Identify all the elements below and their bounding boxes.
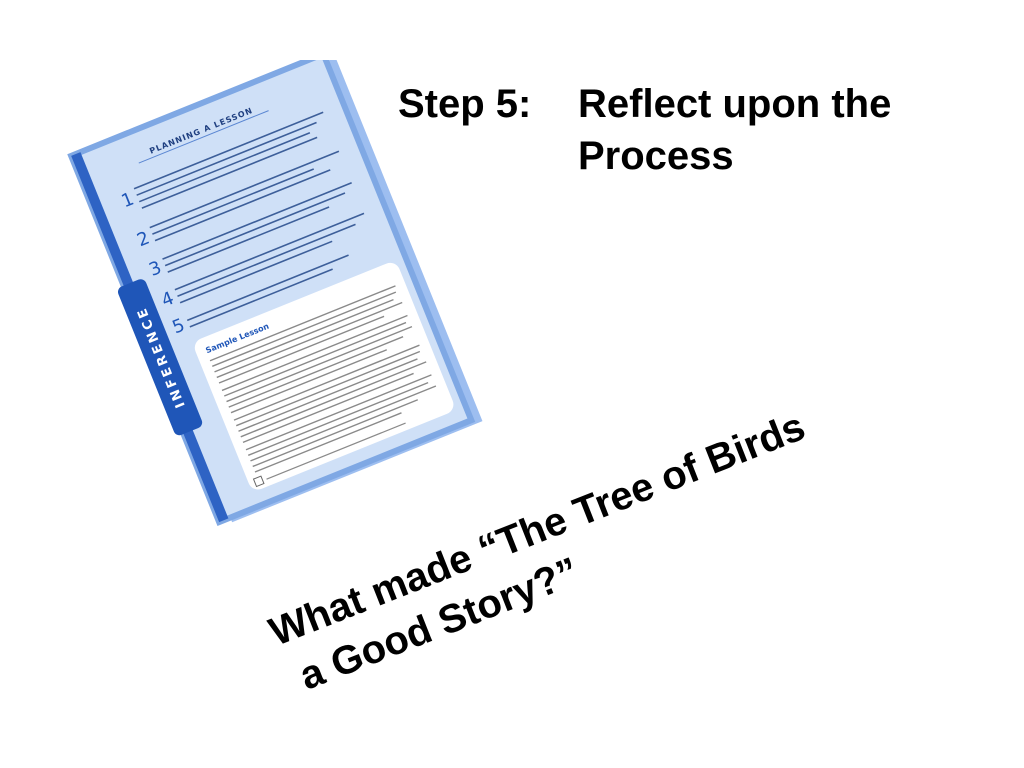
title-indent — [398, 130, 578, 182]
sample-lesson-panel — [194, 262, 454, 490]
title-row-1: Step 5: Reflect upon the — [398, 78, 998, 130]
planning-lesson-document-image: INFERENCE PLANNING A LESSON 1 2 3 4 5 — [60, 60, 490, 540]
sample-text-lines — [209, 285, 437, 473]
footnote-icon — [252, 475, 265, 488]
step-text-lines — [133, 111, 365, 328]
title-line-1: Reflect upon the — [578, 82, 892, 126]
title-row-2: Process — [398, 130, 998, 182]
slide-title: Step 5: Reflect upon the Process — [398, 78, 998, 182]
title-step: Step 5: — [398, 82, 532, 126]
side-tab — [118, 279, 203, 436]
title-line-2: Process — [578, 134, 734, 178]
